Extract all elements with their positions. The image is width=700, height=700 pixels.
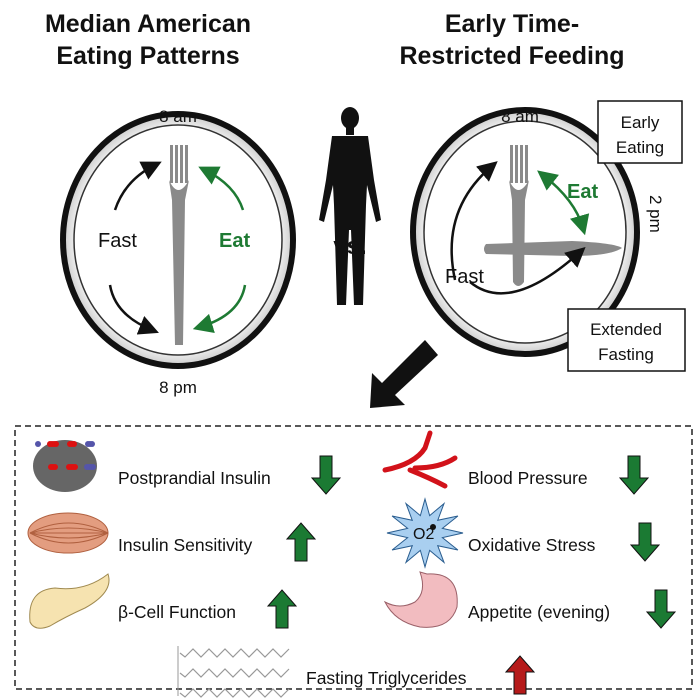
early-eating-box: Early Eating [597, 100, 683, 164]
right-fast-label: Fast [445, 266, 484, 288]
effect-label: β-Cell Function [118, 602, 236, 622]
left-fast-label: Fast [98, 230, 137, 252]
insulin-molecule-icon [33, 440, 97, 492]
early-box-line1: Early [621, 113, 660, 132]
right-side-time: 2 pm [646, 195, 665, 233]
arrow-down-icon [618, 455, 650, 495]
arrow-up-icon [285, 522, 317, 562]
effect-label: Oxidative Stress [468, 535, 596, 555]
muscle-icon [27, 512, 109, 554]
effect-row: Fasting Triglycerides [177, 646, 536, 698]
effect-row: β-Cell Function [29, 573, 298, 629]
triglyceride-molecule-icon [177, 646, 290, 698]
early-box-line2: Eating [616, 138, 664, 157]
effects-box [14, 425, 693, 690]
extended-box-line1: Extended [590, 320, 662, 339]
effect-label: Postprandial Insulin [118, 468, 271, 488]
left-plate [60, 111, 296, 369]
effect-row: Appetite (evening) [383, 571, 677, 629]
human-silhouette-icon [319, 107, 381, 305]
arrow-down-icon [645, 589, 677, 629]
knife-icon [484, 241, 622, 256]
svg-text:O2: O2 [413, 526, 434, 543]
effect-label: Insulin Sensitivity [118, 535, 252, 555]
effect-row: Blood Pressure [382, 430, 650, 495]
effect-label: Fasting Triglycerides [306, 668, 467, 688]
arrow-up-icon [504, 655, 536, 695]
fork-icon [509, 145, 529, 286]
effect-label: Blood Pressure [468, 468, 588, 488]
right-plate [410, 107, 640, 357]
right-eat-label: Eat [567, 181, 598, 203]
left-bottom-time: 8 pm [159, 378, 197, 397]
extended-box-line2: Fasting [598, 345, 654, 364]
right-top-time: 8 am [501, 107, 539, 126]
extended-fasting-box: Extended Fasting [567, 308, 686, 372]
arrow-down-icon [310, 455, 342, 495]
left-top-time: 8 am [159, 107, 197, 126]
fork-icon [169, 145, 189, 345]
effect-label: Appetite (evening) [468, 602, 610, 622]
blood-vessel-icon [382, 430, 458, 489]
stomach-icon [383, 571, 458, 628]
right-title-line1: Early Time- [445, 10, 579, 38]
pancreas-icon [29, 573, 110, 629]
effect-row: Insulin Sensitivity [27, 512, 317, 562]
oxygen-radical-icon: O2 [386, 497, 464, 569]
arrow-down-icon [629, 522, 661, 562]
arrow-up-icon [266, 589, 298, 629]
effect-row: Postprandial Insulin [33, 440, 342, 495]
big-arrow-icon [370, 340, 438, 408]
right-title-line2: Restricted Feeding [399, 42, 624, 70]
left-title-line2: Eating Patterns [56, 42, 239, 70]
vs-label: vs. [333, 233, 366, 260]
left-eat-label: Eat [219, 230, 250, 252]
left-title-line1: Median American [45, 10, 251, 38]
